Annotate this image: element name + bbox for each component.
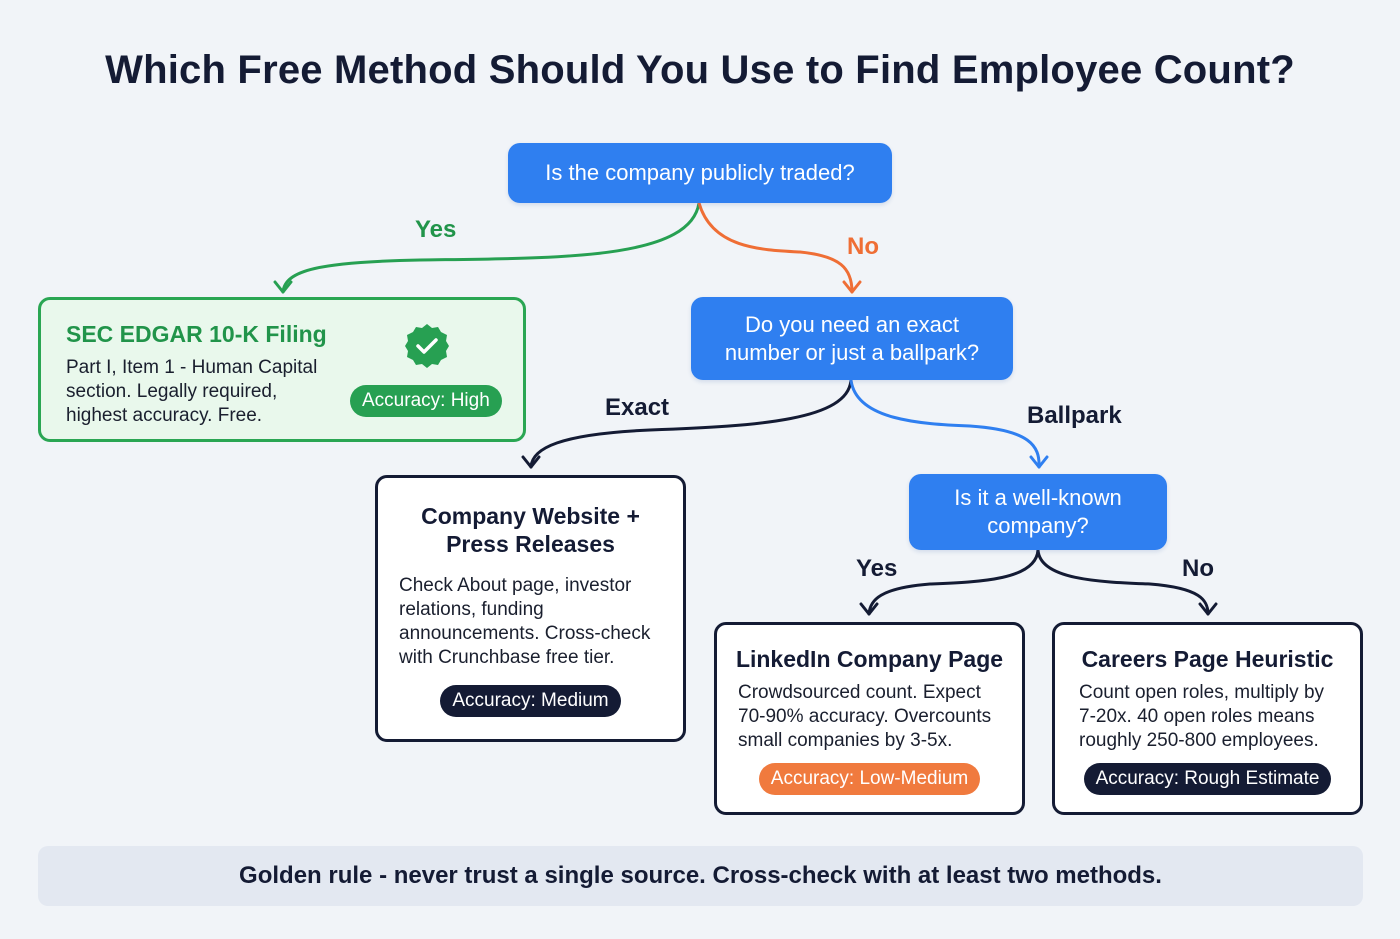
golden-rule-text: Golden rule - never trust a single sourc… [239, 862, 1162, 889]
edge-label-exact: Exact [605, 394, 670, 421]
question-well-known: Is it a well-known company? [909, 474, 1167, 550]
question-publicly-traded: Is the company publicly traded? [508, 143, 892, 203]
edge-label-yes-public: Yes [415, 216, 457, 243]
result-card-careers-page: Careers Page Heuristic Count open roles,… [1052, 622, 1363, 815]
arrow-q2-exact [529, 378, 853, 469]
edge-label-no-wellknown: No [1182, 555, 1214, 582]
result-card-linkedin: LinkedIn Company Page Crowdsourced count… [714, 622, 1025, 815]
question-exact-or-ballpark: Do you need an exact number or just a ba… [691, 297, 1013, 380]
card-description: Check About page, investor relations, fu… [399, 575, 651, 668]
accuracy-badge-rough-estimate: Accuracy: Rough Estimate [1083, 763, 1332, 795]
card-description: Crowdsourced count. Expect 70-90% accura… [738, 682, 992, 751]
accuracy-badge-low-medium: Accuracy: Low-Medium [758, 763, 981, 795]
result-card-sec-edgar: SEC EDGAR 10-K Filing Part I, Item 1 - H… [38, 297, 526, 442]
arrow-q1-no [697, 201, 854, 294]
verified-check-icon [405, 324, 449, 368]
card-title: Careers Page Heuristic [1081, 646, 1334, 672]
result-card-company-website: Company Website + Press Releases Check A… [375, 475, 686, 742]
arrow-q1-yes [281, 201, 701, 294]
page-title: Which Free Method Should You Use to Find… [105, 48, 1295, 92]
edge-label-yes-wellknown: Yes [856, 555, 898, 582]
accuracy-badge-high: Accuracy: High [350, 385, 502, 417]
card-description: Count open roles, multiply by 7-20x. 40 … [1079, 682, 1325, 751]
arrow-q2-ballpark [849, 378, 1041, 469]
card-title: SEC EDGAR 10-K Filing [66, 321, 327, 347]
edge-label-ballpark: Ballpark [1027, 402, 1122, 429]
card-description: Part I, Item 1 - Human Capital section. … [66, 357, 318, 426]
accuracy-badge-medium: Accuracy: Medium [440, 685, 621, 717]
card-title: LinkedIn Company Page [735, 646, 1004, 672]
edge-label-no-public: No [847, 233, 879, 260]
golden-rule-banner: Golden rule - never trust a single sourc… [38, 846, 1363, 906]
card-title: Company Website + Press Releases [421, 503, 640, 557]
